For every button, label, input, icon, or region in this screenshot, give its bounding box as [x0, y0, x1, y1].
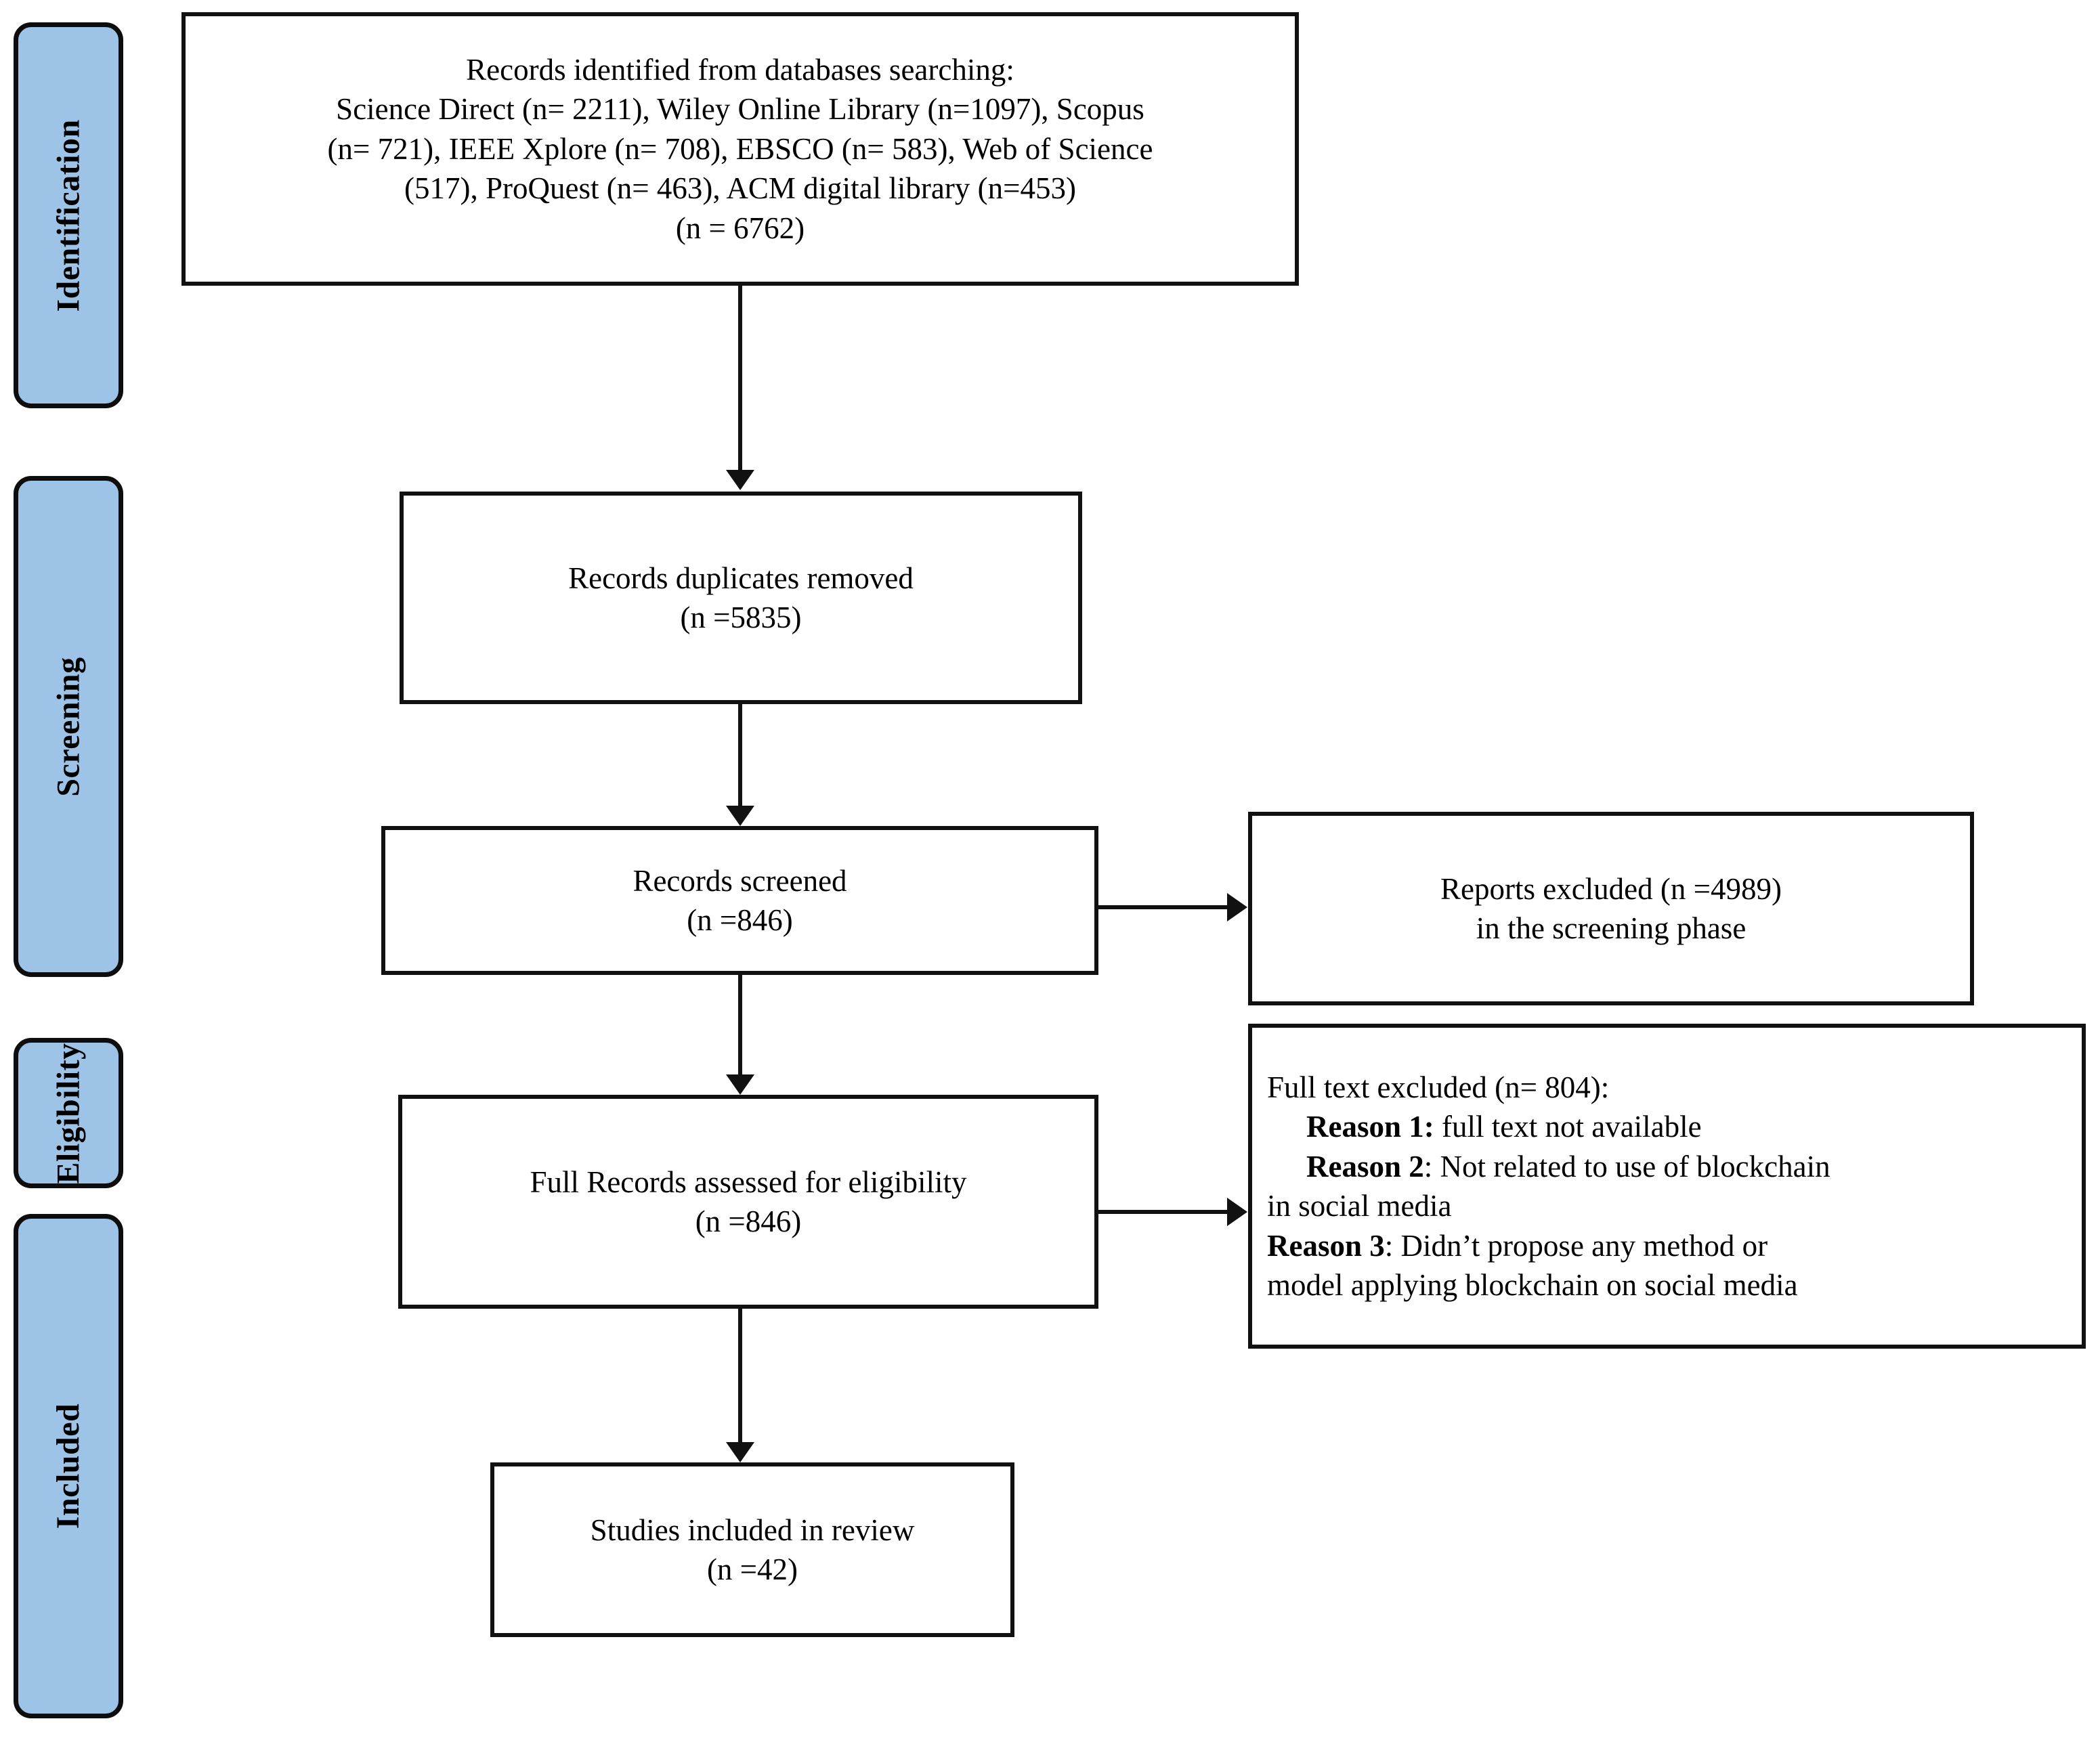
full-records-assessed-line-1: Full Records assessed for eligibility: [530, 1165, 967, 1199]
phase-identification-label: Identification: [50, 118, 87, 312]
records-identified-line-3: (n= 721), IEEE Xplore (n= 708), EBSCO (n…: [327, 131, 1153, 166]
connector-identified-to-duplicates: [738, 286, 742, 470]
box-records-screened: Records screened (n =846): [381, 826, 1098, 975]
box-reports-excluded: Reports excluded (n =4989) in the screen…: [1248, 812, 1974, 1005]
reports-excluded-line-1: Reports excluded (n =4989): [1440, 871, 1782, 906]
duplicates-removed-line-1: Records duplicates removed: [568, 561, 914, 595]
phase-eligibility-label: Eligibility: [50, 1042, 87, 1184]
arrowhead-identified-to-duplicates: [726, 470, 754, 490]
studies-included-line-2: (n =42): [706, 1552, 798, 1586]
reason-3-label: Reason 3: [1267, 1228, 1385, 1263]
reason-2-text: : Not related to use of blockchain: [1423, 1149, 1830, 1183]
records-identified-line-2: Science Direct (n= 2211), Wiley Online L…: [336, 92, 1144, 127]
box-full-records-assessed-text: Full Records assessed for eligibility (n…: [402, 1162, 1094, 1242]
phase-identification: Identification: [14, 22, 123, 408]
box-duplicates-removed-text: Records duplicates removed (n =5835): [404, 559, 1078, 638]
phase-screening-label: Screening: [50, 656, 87, 797]
reason-1-label: Reason 1:: [1306, 1110, 1434, 1144]
phase-included-label: Included: [50, 1403, 87, 1529]
full-text-excluded-reason-2-continuation: in social media: [1267, 1189, 1452, 1223]
studies-included-line-1: Studies included in review: [590, 1513, 915, 1547]
full-records-assessed-line-2: (n =846): [695, 1204, 802, 1238]
phase-screening: Screening: [14, 476, 123, 977]
box-studies-included-text: Studies included in review (n =42): [494, 1510, 1010, 1590]
arrowhead-screened-to-assessed: [726, 1074, 754, 1095]
duplicates-removed-line-2: (n =5835): [680, 601, 802, 634]
records-identified-line-1: Records identified from databases search…: [466, 52, 1014, 87]
connector-duplicates-to-screened: [738, 704, 742, 806]
connector-assessed-to-included: [738, 1309, 742, 1442]
reason-2-label: Reason 2: [1306, 1149, 1424, 1183]
box-studies-included: Studies included in review (n =42): [490, 1462, 1014, 1637]
box-full-records-assessed: Full Records assessed for eligibility (n…: [398, 1095, 1098, 1309]
phase-eligibility: Eligibility: [14, 1038, 123, 1188]
reports-excluded-line-2: in the screening phase: [1476, 911, 1747, 945]
box-reports-excluded-text: Reports excluded (n =4989) in the screen…: [1252, 869, 1970, 949]
full-text-excluded-reason-3-continuation: model applying blockchain on social medi…: [1267, 1268, 1798, 1302]
records-identified-line-4: (517), ProQuest (n= 463), ACM digital li…: [404, 171, 1076, 206]
full-text-excluded-reason-3: Reason 3: Didn’t propose any method or: [1267, 1226, 2067, 1266]
arrowhead-duplicates-to-screened: [726, 806, 754, 826]
arrowhead-assessed-to-fulltext-excluded: [1227, 1198, 1247, 1226]
connector-screened-to-reports-excluded: [1098, 905, 1227, 909]
connector-screened-to-assessed: [738, 975, 742, 1074]
records-screened-line-1: Records screened: [633, 863, 847, 898]
full-text-excluded-heading: Full text excluded (n= 804):: [1267, 1070, 1610, 1104]
arrowhead-screened-to-reports-excluded: [1227, 893, 1247, 921]
records-screened-line-2: (n =846): [687, 903, 793, 937]
box-records-screened-text: Records screened (n =846): [385, 861, 1094, 940]
phase-included: Included: [14, 1214, 123, 1718]
full-text-excluded-reason-1: Reason 1: full text not available: [1267, 1107, 2067, 1147]
box-full-text-excluded: Full text excluded (n= 804): Reason 1: f…: [1248, 1024, 2086, 1349]
connector-assessed-to-fulltext-excluded: [1098, 1210, 1227, 1214]
box-records-identified-text: Records identified from databases search…: [186, 50, 1295, 248]
full-text-excluded-reason-2: Reason 2: Not related to use of blockcha…: [1267, 1147, 2067, 1187]
box-duplicates-removed: Records duplicates removed (n =5835): [400, 492, 1082, 704]
box-records-identified: Records identified from databases search…: [181, 12, 1299, 286]
reason-3-text: : Didn’t propose any method or: [1384, 1228, 1768, 1263]
reason-1-text: full text not available: [1434, 1110, 1702, 1144]
box-full-text-excluded-text: Full text excluded (n= 804): Reason 1: f…: [1252, 1068, 2082, 1305]
arrowhead-assessed-to-included: [726, 1442, 754, 1462]
records-identified-line-5: (n = 6762): [675, 211, 805, 245]
